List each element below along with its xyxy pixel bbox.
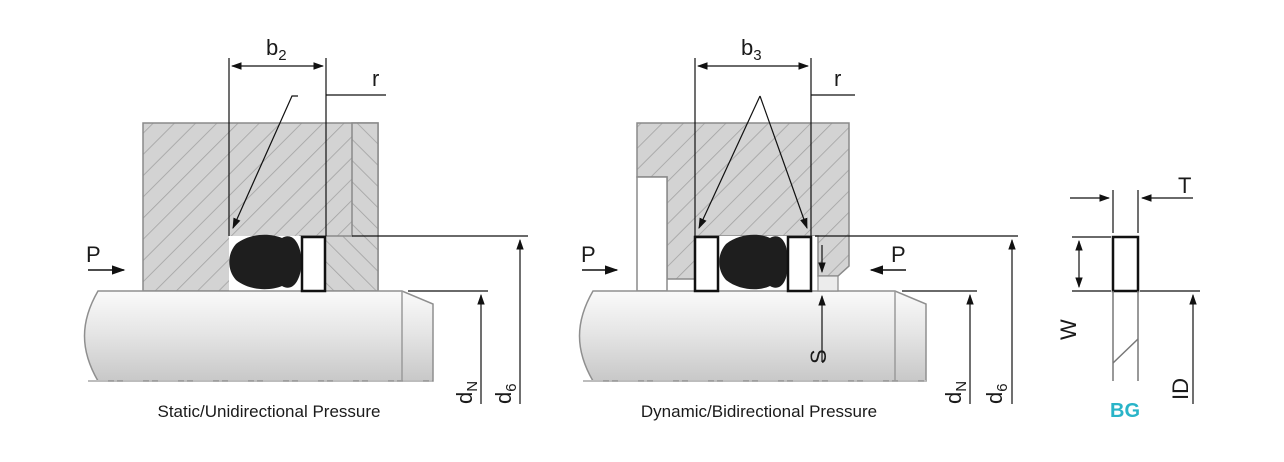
right-pressure-right-label: P: [891, 242, 906, 267]
left-oring: [229, 234, 302, 290]
right-backup-ring-right: [786, 235, 813, 293]
right-oring: [719, 234, 788, 290]
profile-dim-t: T: [1178, 173, 1191, 198]
left-dim-r: r: [372, 66, 379, 91]
left-backup-ring: [300, 235, 327, 293]
left-shaft: [83, 290, 434, 382]
profile-dim-id: ID: [1168, 378, 1193, 400]
left-pressure-label: P: [86, 242, 101, 267]
left-dim-dn: dN: [452, 381, 481, 404]
left-dim-d6: d6: [491, 383, 520, 404]
right-shaft: [578, 290, 927, 382]
right-dim-s: S: [806, 349, 831, 364]
right-figure: [578, 58, 1018, 404]
right-backup-ring-left: [693, 235, 720, 293]
right-housing-slot: [636, 176, 668, 292]
left-dim-b: b2: [266, 35, 287, 64]
right-dim-d6: d6: [982, 383, 1011, 404]
right-dim-r: r: [834, 66, 841, 91]
left-caption: Static/Unidirectional Pressure: [158, 402, 381, 421]
profile-ring-section: [1111, 235, 1140, 293]
right-dim-dn: dN: [941, 381, 970, 404]
profile-figure: [1070, 190, 1200, 404]
profile-dim-w: W: [1056, 319, 1081, 340]
right-pressure-left-label: P: [581, 242, 596, 267]
right-caption: Dynamic/Bidirectional Pressure: [641, 402, 877, 421]
left-figure: [83, 58, 528, 404]
brand-label: BG: [1110, 400, 1140, 422]
right-dim-b: b3: [741, 35, 762, 64]
